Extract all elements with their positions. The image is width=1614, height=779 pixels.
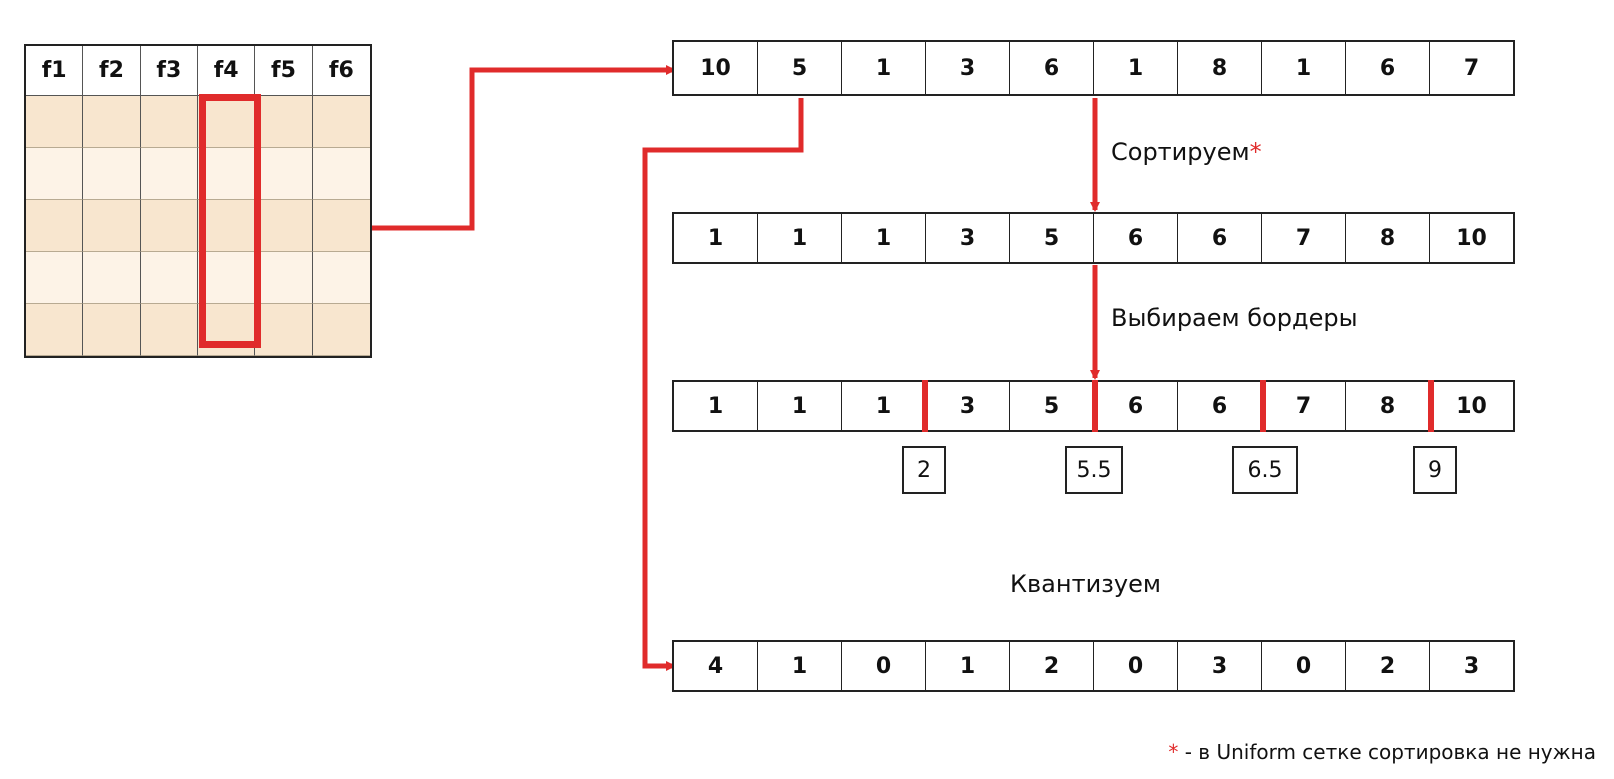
feature-cell xyxy=(255,96,313,148)
array-cell: 7 xyxy=(1262,214,1346,262)
array-cell: 3 xyxy=(926,214,1010,262)
feature-cell xyxy=(312,148,370,200)
feature-cell xyxy=(197,200,256,252)
array-cell: 2 xyxy=(1010,642,1094,690)
array-cell: 3 xyxy=(1463,653,1480,679)
array-cell: 7 xyxy=(1262,382,1346,430)
feature-cell xyxy=(83,304,141,356)
array-cell: 1 xyxy=(842,382,926,430)
border-value-box: 9 xyxy=(1413,446,1457,494)
sort-step-label: Сортируем* xyxy=(1111,138,1262,166)
array-cell: 0 xyxy=(1094,642,1178,690)
array-cell: 10 xyxy=(1456,393,1487,419)
sorted-values-array: 1 1 1 3 5 6 6 7 8 10 xyxy=(672,212,1515,264)
arrow-value-to-quantized xyxy=(642,98,804,671)
feature-cell xyxy=(83,252,141,304)
feature-cell xyxy=(197,148,256,200)
feature-cell xyxy=(255,304,313,356)
feature-cell xyxy=(312,200,370,252)
feature-cell xyxy=(26,252,84,304)
feature-cell xyxy=(83,96,141,148)
array-cell: 5 xyxy=(1010,382,1094,430)
border-marker xyxy=(1428,380,1434,432)
array-cell: 1 xyxy=(842,214,926,262)
array-cell: 7 xyxy=(1463,55,1480,81)
feature-cell xyxy=(140,200,198,252)
array-cell: 6 xyxy=(1346,42,1430,94)
feature-cell xyxy=(140,304,198,356)
footnote: * - в Uniform сетке сортировка не нужна xyxy=(1168,740,1596,764)
feature-cell xyxy=(140,252,198,304)
array-cell: 4 xyxy=(674,642,758,690)
feature-cell xyxy=(255,252,313,304)
border-value-box: 6.5 xyxy=(1232,446,1298,494)
array-cell: 8 xyxy=(1346,382,1430,430)
array-cell: 1 xyxy=(758,382,842,430)
array-cell: 1 xyxy=(674,382,758,430)
array-cell: 1 xyxy=(926,642,1010,690)
feature-header-f3: f3 xyxy=(140,46,198,96)
feature-cell xyxy=(255,148,313,200)
border-value-box: 2 xyxy=(902,446,946,494)
feature-cell xyxy=(83,148,141,200)
array-cell: 1 xyxy=(842,42,926,94)
array-cell: 5 xyxy=(1010,214,1094,262)
feature-cell xyxy=(312,96,370,148)
border-marker xyxy=(922,380,928,432)
feature-cell xyxy=(26,304,84,356)
array-cell: 1 xyxy=(1262,42,1346,94)
feature-table: f1 f2 f3 f4 f5 f6 xyxy=(24,44,372,358)
feature-header-f5: f5 xyxy=(255,46,313,96)
border-marker xyxy=(1260,380,1266,432)
array-cell: 6 xyxy=(1178,214,1262,262)
feature-header-f1: f1 xyxy=(26,46,84,96)
array-cell: 6 xyxy=(1094,214,1178,262)
array-cell: 6 xyxy=(1094,382,1178,430)
array-cell: 1 xyxy=(1094,42,1178,94)
sort-footnote-star: * xyxy=(1249,138,1262,166)
array-cell: 5 xyxy=(758,42,842,94)
array-cell: 8 xyxy=(1346,214,1430,262)
highlighted-column-f4 xyxy=(199,94,261,348)
feature-cell xyxy=(312,252,370,304)
feature-cell xyxy=(83,200,141,252)
quantize-step-label: Квантизуем xyxy=(1010,570,1161,598)
select-borders-step-label: Выбираем бордеры xyxy=(1111,304,1358,332)
feature-cell xyxy=(26,96,84,148)
feature-cell xyxy=(255,200,313,252)
array-cell: 1 xyxy=(758,214,842,262)
footnote-star: * xyxy=(1168,740,1179,764)
array-cell: 3 xyxy=(926,42,1010,94)
array-cell: 1 xyxy=(674,214,758,262)
array-cell: 1 xyxy=(758,642,842,690)
feature-cell xyxy=(140,148,198,200)
array-cell: 3 xyxy=(1178,642,1262,690)
feature-header-f4: f4 xyxy=(197,46,256,96)
array-cell: 10 xyxy=(1456,225,1487,251)
quantized-values-array: 4 1 0 1 2 0 3 0 2 3 xyxy=(672,640,1515,692)
border-value-box: 5.5 xyxy=(1065,446,1123,494)
array-cell: 3 xyxy=(926,382,1010,430)
feature-cell xyxy=(140,96,198,148)
footnote-text: - в Uniform сетке сортировка не нужна xyxy=(1178,740,1596,764)
array-cell: 6 xyxy=(1010,42,1094,94)
array-cell: 10 xyxy=(674,42,758,94)
feature-header-f2: f2 xyxy=(83,46,141,96)
original-values-array: 10 5 1 3 6 1 8 1 6 7 xyxy=(672,40,1515,96)
feature-cell xyxy=(26,148,84,200)
array-cell: 8 xyxy=(1178,42,1262,94)
array-cell: 6 xyxy=(1178,382,1262,430)
border-marker xyxy=(1092,380,1098,432)
array-cell: 0 xyxy=(1262,642,1346,690)
array-cell: 0 xyxy=(842,642,926,690)
array-cell: 2 xyxy=(1346,642,1430,690)
feature-cell xyxy=(26,200,84,252)
feature-cell xyxy=(312,304,370,356)
feature-cell xyxy=(197,96,256,148)
feature-header-f6: f6 xyxy=(312,46,370,96)
